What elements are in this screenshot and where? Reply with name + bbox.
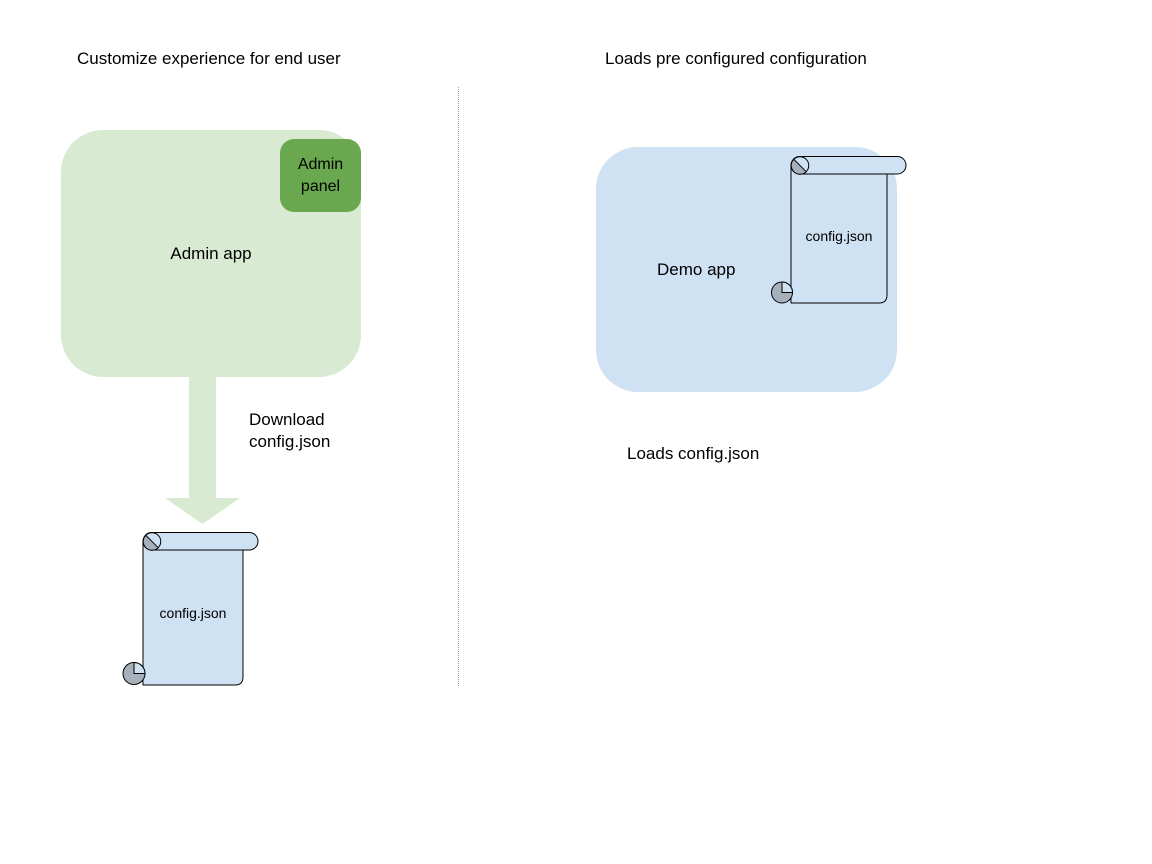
config-scroll-right: config.json bbox=[766, 150, 911, 315]
admin-panel-badge: Admin panel bbox=[280, 139, 361, 212]
config-scroll-left: config.json bbox=[118, 526, 263, 695]
scroll-shape-icon: config.json bbox=[122, 532, 259, 686]
download-arrow bbox=[165, 377, 240, 524]
download-arrow-label-line1: Download bbox=[249, 410, 325, 429]
download-arrow-label-line2: config.json bbox=[249, 432, 331, 451]
admin-panel-label-line1: Admin bbox=[297, 155, 344, 173]
admin-app-box: Admin app Admin panel bbox=[61, 130, 361, 377]
loads-config-caption: Loads config.json bbox=[627, 444, 760, 463]
down-arrow-icon bbox=[165, 377, 240, 524]
scroll-shape-icon: config.json bbox=[771, 156, 907, 304]
config-scroll-left-label: config.json bbox=[160, 605, 227, 621]
left-section-title: Customize experience for end user bbox=[77, 49, 341, 68]
right-section-title: Loads pre configured configuration bbox=[605, 49, 867, 68]
demo-app-label: Demo app bbox=[657, 259, 736, 279]
section-divider bbox=[458, 87, 459, 686]
download-arrow-label: Download config.json bbox=[249, 409, 330, 453]
config-scroll-right-label: config.json bbox=[806, 228, 873, 244]
admin-panel-label-line2: panel bbox=[300, 177, 341, 195]
admin-app-label: Admin app bbox=[170, 243, 252, 263]
